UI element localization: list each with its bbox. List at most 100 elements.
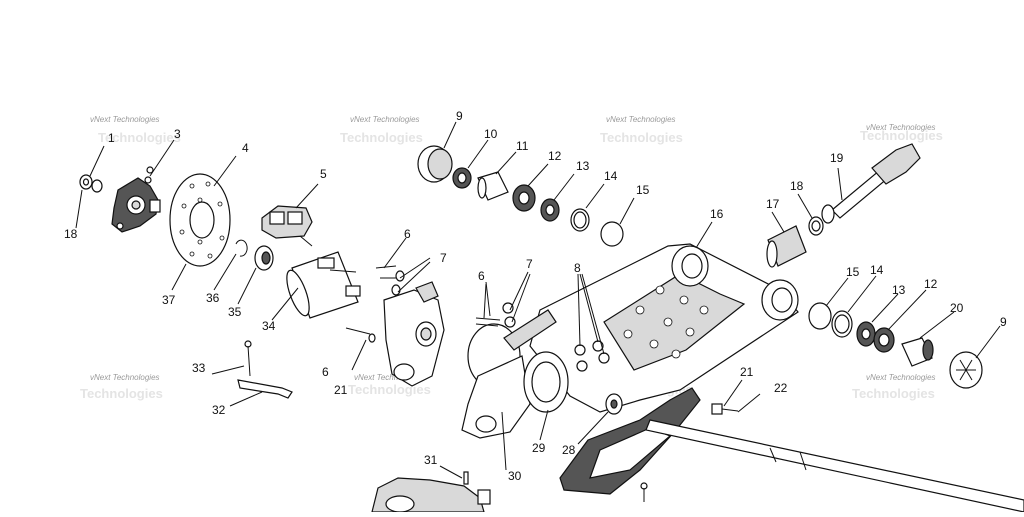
svg-text:vNext Technologies: vNext Technologies [90,373,160,382]
seal-part-12-right [873,327,895,353]
cap-part-9-right [949,351,983,389]
label-17: 17 [766,197,780,211]
cv-shaft-part-19 [821,143,921,224]
label-1: 1 [108,131,115,145]
pin-part-31 [463,471,469,485]
bolts-part-8 [574,340,610,372]
label-10: 10 [484,127,498,141]
seal-part-12-top [512,184,536,212]
label-18-right: 18 [790,179,804,193]
bracket-part-32 [237,379,293,399]
washer-part-18 [79,174,103,193]
label-22: 22 [774,381,788,395]
hub-part-2 [111,166,161,233]
bolt-part-21-right [711,403,739,415]
label-33: 33 [192,361,206,375]
label-32: 32 [212,403,226,417]
bolt-pair-part-6-upper [329,265,398,279]
washer-part-28 [605,393,623,415]
svg-text:Technologies: Technologies [98,130,181,145]
gear-housing [371,477,491,513]
svg-text:vNext Technologies: vNext Technologies [354,373,424,382]
bolt-part-6-lower [345,327,376,343]
label-28: 28 [562,443,576,457]
label-36: 36 [206,291,220,305]
knuckle-bracket [383,281,445,387]
label-29: 29 [532,441,546,455]
label-7-upper: 7 [440,251,447,265]
caliper-part-5 [261,205,313,247]
cap-part-9-top [417,145,453,183]
knuckle-assembly-center [461,309,557,439]
svg-text:Technologies: Technologies [80,386,163,401]
svg-text:vNext Technologies: vNext Technologies [350,115,420,124]
label-12-right: 12 [924,277,938,291]
cap-part-15-right [808,302,832,330]
label-13-right: 13 [892,283,906,297]
watermark-3: Technologies vNext Technologies [600,115,683,145]
leader-lines [75,121,1001,479]
ring-part-18-right [808,216,824,236]
label-18-left: 18 [64,227,78,241]
fasteners-part-6-center [475,317,501,327]
label-6-lower: 6 [322,365,329,379]
svg-text:Technologies: Technologies [852,386,935,401]
label-37: 37 [162,293,176,307]
svg-text:Technologies: Technologies [600,130,683,145]
part-labels: 1 3 4 5 9 10 11 12 13 14 15 16 17 18 19 … [64,109,1007,483]
label-12-top: 12 [548,149,562,163]
label-8: 8 [574,261,581,275]
watermark-4: Technologies vNext Technologies [860,123,943,143]
label-7-center: 7 [526,257,533,271]
label-21-left: 21 [334,383,348,397]
watermark-1: Technologies vNext Technologies [90,115,181,145]
brake-disc-part-4 [169,173,231,267]
svg-text:Technologies: Technologies [860,128,943,143]
watermark-6: Technologies vNext Technologies [348,373,431,397]
label-15-right: 15 [846,265,860,279]
ring-part-14-right [831,310,853,338]
svg-text:vNext Technologies: vNext Technologies [90,115,160,124]
label-16: 16 [710,207,724,221]
sleeve-part-11 [477,171,509,201]
label-21-right: 21 [740,365,754,379]
bolt-part-33 [244,340,252,377]
washers-part-7-center [502,302,516,328]
label-30: 30 [508,469,522,483]
label-13-top: 13 [576,159,590,173]
svg-text:vNext Technologies: vNext Technologies [606,115,676,124]
cap-part-15-top [600,221,624,247]
label-9-right: 9 [1000,315,1007,329]
sleeve-part-17 [766,225,807,268]
watermark-2: Technologies vNext Technologies [340,115,423,145]
bearing-part-35 [254,245,274,271]
sleeve-part-20 [901,337,934,367]
label-6-upper: 6 [404,227,411,241]
svg-text:vNext Technologies: vNext Technologies [866,373,936,382]
seal-ring-part-29 [523,351,569,413]
bolt-part-bottom [640,482,648,502]
skid-plate [559,387,701,495]
svg-text:Technologies: Technologies [348,382,431,397]
label-15-top: 15 [636,183,650,197]
bearing-part-13-top [540,198,560,222]
label-19: 19 [830,151,844,165]
label-35: 35 [228,305,242,319]
label-4: 4 [242,141,249,155]
nut-part-7-upper [391,270,405,296]
label-14-top: 14 [604,169,618,183]
svg-text:Technologies: Technologies [340,130,423,145]
swing-arm-part-16 [529,243,799,413]
ring-part-14-top [570,208,590,232]
watermark-5: Technologies vNext Technologies [80,373,163,401]
bearing-part-13-right [856,321,876,347]
label-11: 11 [516,139,529,153]
label-9-top: 9 [456,109,463,123]
label-14-right: 14 [870,263,884,277]
snap-ring-part-36 [235,239,248,257]
nut-part-10 [452,167,472,189]
svg-text:vNext Technologies: vNext Technologies [866,123,936,132]
watermark-8: Technologies vNext Technologies [852,373,936,401]
drive-shaft-part-23 [645,419,1024,513]
